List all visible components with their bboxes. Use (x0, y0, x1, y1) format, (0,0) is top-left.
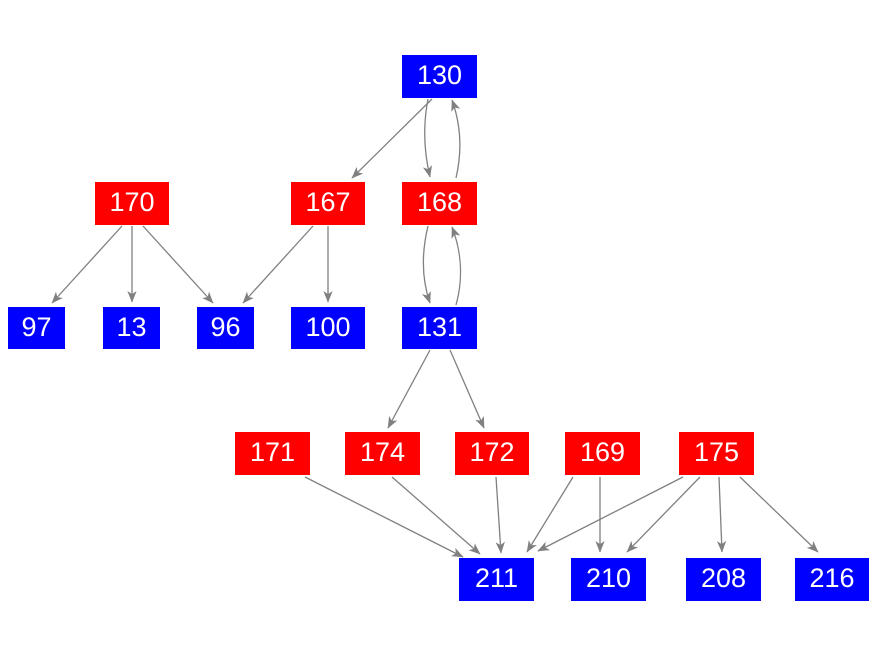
graph-node-172[interactable]: 172 (455, 432, 529, 475)
graph-node-170[interactable]: 170 (95, 182, 169, 225)
edge-175-to-208 (716, 476, 727, 553)
graph-node-label: 100 (305, 311, 351, 342)
graph-node-label: 216 (809, 563, 855, 593)
edge-131-to-168 (451, 226, 462, 306)
graph-node-208[interactable]: 208 (686, 558, 761, 601)
graph-node-label: 13 (116, 311, 147, 342)
graph-node-211[interactable]: 211 (459, 558, 534, 601)
graph-node-169[interactable]: 169 (565, 432, 640, 475)
edge-168-to-131 (421, 225, 431, 304)
graph-node-label: 97 (21, 311, 52, 342)
edge-130-to-167 (351, 98, 433, 179)
graph-node-label: 167 (305, 187, 351, 217)
graph-node-100[interactable]: 100 (291, 307, 365, 349)
graph-node-13[interactable]: 13 (103, 307, 160, 349)
graph-node-label: 172 (469, 437, 515, 467)
graph-node-label: 169 (579, 437, 626, 467)
graph-node-174[interactable]: 174 (345, 432, 420, 475)
edge-167-to-96 (242, 225, 314, 304)
graph-node-216[interactable]: 216 (795, 558, 869, 601)
edge-171-to-211 (304, 476, 464, 558)
graph-node-175[interactable]: 175 (679, 432, 754, 475)
edge-174-to-211 (391, 476, 481, 555)
graph-node-label: 171 (249, 437, 296, 467)
edge-131-to-174 (387, 349, 431, 429)
graph-node-210[interactable]: 210 (571, 558, 646, 601)
graph-node-label: 208 (700, 563, 747, 593)
edge-175-to-216 (739, 476, 819, 553)
edge-175-to-210 (626, 476, 701, 553)
graph-node-label: 210 (585, 563, 632, 593)
graph-node-label: 170 (109, 187, 155, 217)
graph-node-167[interactable]: 167 (291, 182, 365, 225)
edge-168-to-130 (451, 99, 461, 179)
graph-node-168[interactable]: 168 (402, 182, 477, 225)
graph-node-171[interactable]: 171 (235, 432, 310, 475)
edge-170-to-97 (51, 225, 123, 304)
edge-130-to-168 (422, 98, 432, 178)
edge-131-to-172 (449, 349, 485, 429)
edge-172-to-211 (495, 476, 505, 554)
graph-node-label: 174 (359, 437, 406, 467)
graph-node-label: 175 (693, 437, 740, 467)
edges-group (51, 98, 819, 558)
graph-node-label: 130 (416, 60, 463, 90)
edge-170-to-96 (142, 225, 214, 304)
graph-node-97[interactable]: 97 (8, 307, 65, 349)
edge-169-to-211 (526, 476, 574, 553)
graph-node-label: 131 (416, 311, 463, 342)
graph-node-96[interactable]: 96 (197, 307, 254, 349)
edge-175-to-211 (537, 476, 684, 552)
graph-node-label: 168 (416, 187, 463, 217)
graph-node-label: 96 (210, 311, 241, 342)
graph-node-label: 211 (474, 563, 519, 593)
graph-node-130[interactable]: 130 (402, 55, 477, 98)
graph-node-131[interactable]: 131 (402, 307, 477, 349)
